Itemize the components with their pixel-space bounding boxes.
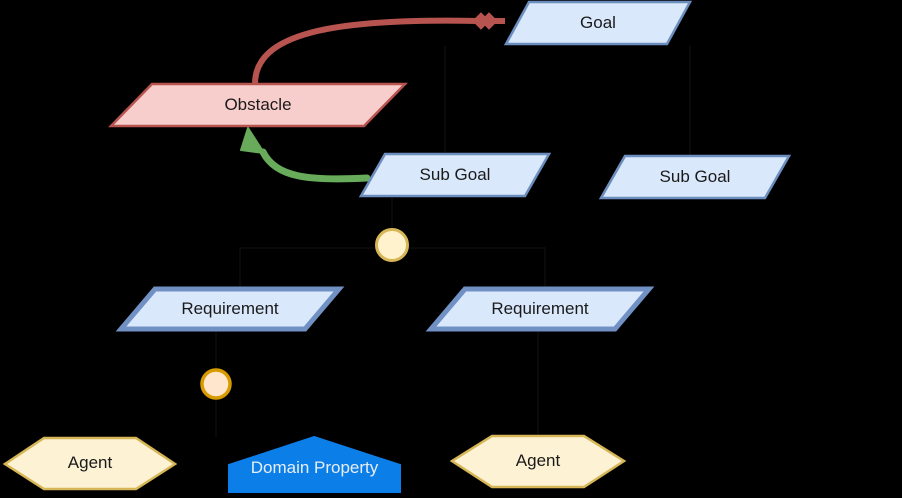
- node-requirement-1[interactable]: [120, 288, 340, 330]
- resolution-arrowhead: [240, 127, 265, 154]
- node-subgoal-2[interactable]: [600, 155, 790, 199]
- node-goal[interactable]: [505, 1, 691, 45]
- node-agent-2[interactable]: [451, 435, 625, 488]
- node-subgoal-1-shape[interactable]: [358, 152, 552, 198]
- node-refinement-circle-1-shape[interactable]: [375, 228, 409, 262]
- node-requirement-2[interactable]: [430, 288, 650, 330]
- node-obstacle-shape[interactable]: [108, 82, 408, 128]
- refinement-requirement-1-connector: [239, 247, 378, 288]
- node-refinement-circle-2-shape[interactable]: [200, 368, 232, 400]
- obstruction-bowtie-marker-2: [472, 12, 490, 30]
- node-obstacle[interactable]: [110, 83, 406, 127]
- refinement-connectors: [215, 46, 691, 437]
- node-goal-shape[interactable]: [503, 0, 693, 46]
- node-agent-2-shape[interactable]: [449, 434, 627, 489]
- node-agent-1-shape[interactable]: [2, 436, 178, 491]
- node-domain-property-shape[interactable]: [228, 435, 401, 493]
- resolution-edge[interactable]: [240, 127, 371, 183]
- refinement-requirement-2-connector: [405, 247, 546, 288]
- node-subgoal-1[interactable]: [360, 153, 550, 197]
- resolution-edge-line[interactable]: [259, 148, 371, 183]
- node-subgoal-2-shape[interactable]: [598, 154, 792, 200]
- node-refinement-circle-1[interactable]: [375, 228, 408, 261]
- node-agent-1[interactable]: [4, 437, 176, 490]
- node-requirement-2-shape[interactable]: [425, 286, 655, 332]
- node-refinement-circle-2[interactable]: [201, 369, 231, 399]
- obstruction-edge-line[interactable]: [252, 17, 481, 87]
- node-domain-property[interactable]: [228, 437, 400, 492]
- node-requirement-1-shape[interactable]: [115, 286, 345, 332]
- obstruction-edge[interactable]: [252, 12, 505, 87]
